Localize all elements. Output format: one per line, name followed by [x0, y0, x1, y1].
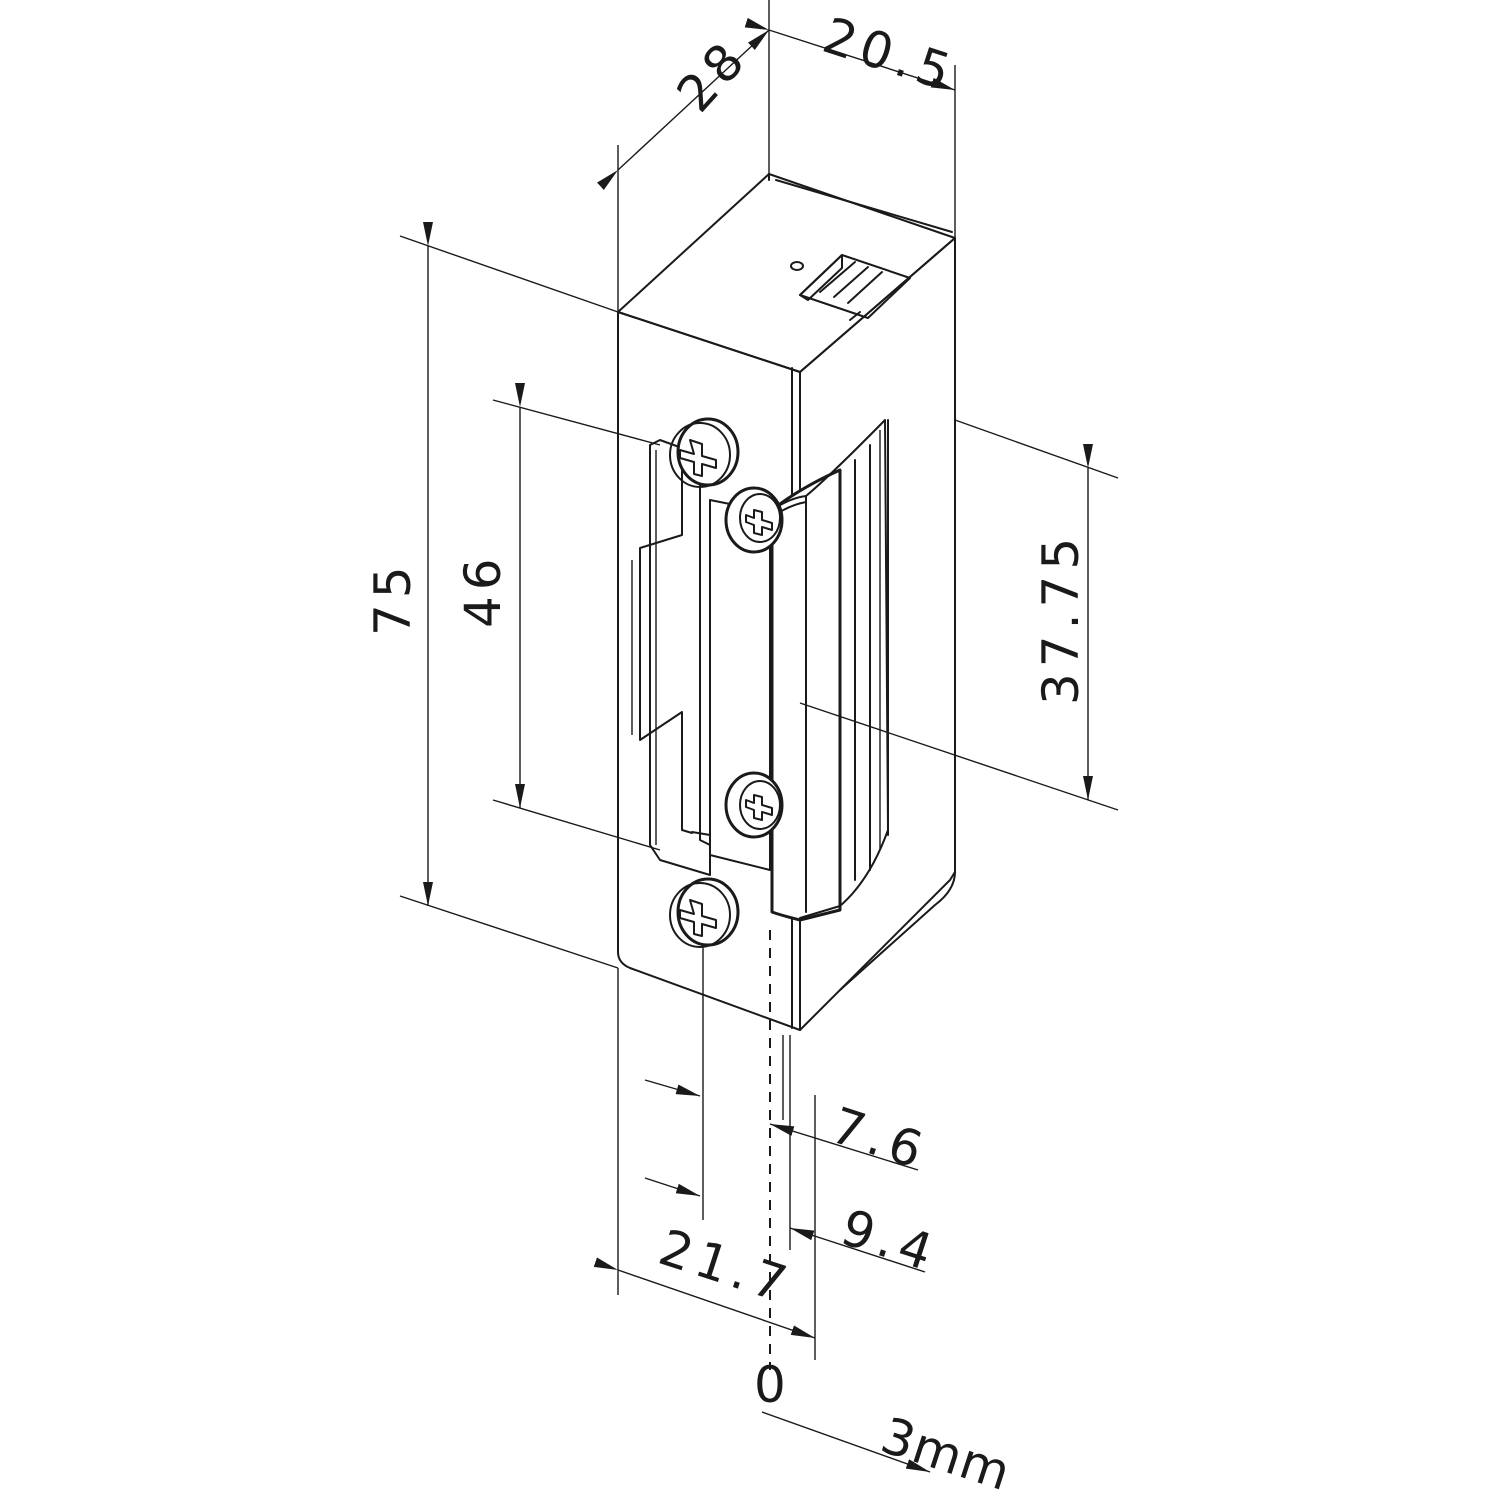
latch-bolt: [770, 419, 889, 922]
dim-screw-spacing: 46: [454, 552, 512, 628]
dim-screw-to-zero: 7.6: [824, 1096, 935, 1181]
dim-top-width: 20.5: [816, 6, 963, 103]
dimension-lines: [399, 0, 1119, 1473]
screw-latch-bottom-icon: [724, 771, 784, 839]
screw-top-icon: [669, 417, 740, 488]
screw-bottom-icon: [669, 877, 740, 948]
zero-mark: 0: [754, 1356, 787, 1414]
dim-plate-height: 75: [364, 560, 422, 636]
dim-top-depth: 28: [666, 28, 760, 123]
scale-label: 3mm: [874, 1406, 1018, 1500]
dim-latch-to-zero: 9.4: [834, 1198, 945, 1283]
dim-latch-offset: 37.75: [1032, 532, 1090, 705]
dimension-labels: 28 20.5 75 46 37.75 7.6 9.4 21.7 0 3mm: [364, 6, 1090, 1500]
dim-plate-width: 21.7: [652, 1218, 799, 1315]
screw-latch-top-icon: [724, 486, 784, 554]
